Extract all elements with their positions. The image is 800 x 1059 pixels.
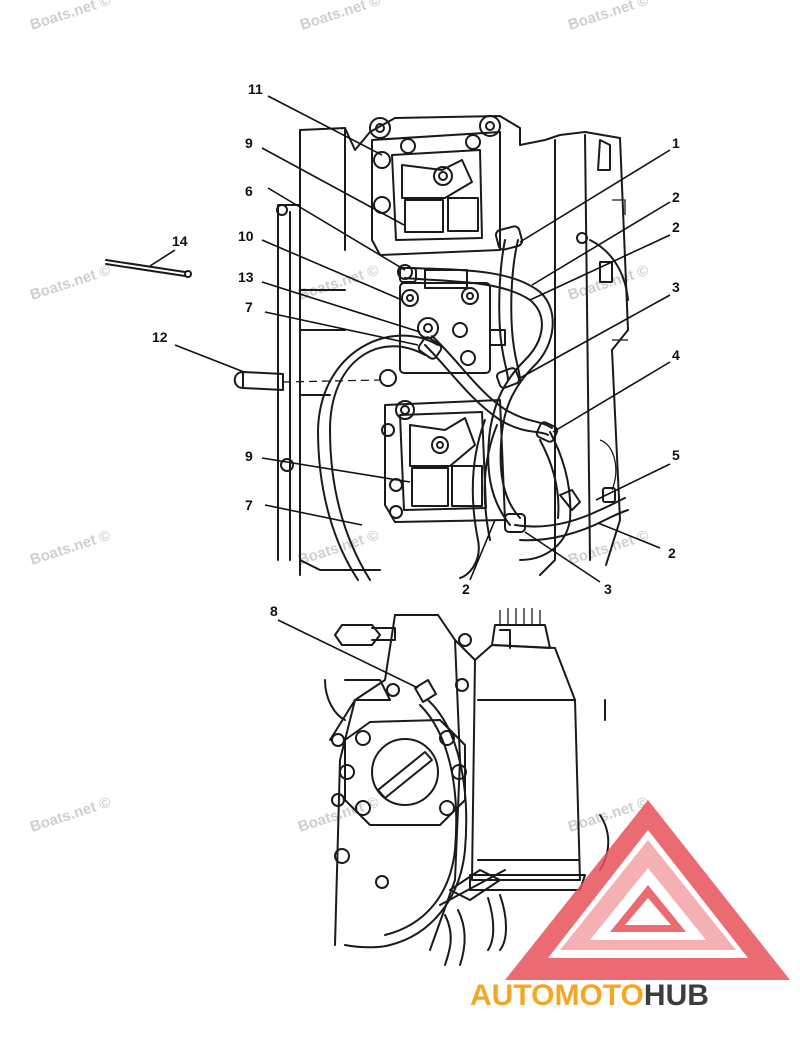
watermark: Boats.net ©	[298, 0, 383, 34]
watermark: Boats.net ©	[566, 0, 651, 34]
callout-labels: 1 2 2 3 4 5 2 3 2 6 7 7 8 9 9 10 11 12 1…	[152, 81, 680, 619]
callout-9: 9	[245, 448, 253, 464]
callout-14: 14	[172, 233, 188, 249]
automotohub-logo	[505, 800, 790, 980]
callout-4: 4	[672, 347, 680, 363]
callout-2: 2	[668, 545, 676, 561]
watermark: Boats.net ©	[28, 262, 113, 304]
watermark: Boats.net ©	[28, 527, 113, 569]
callout-9: 9	[245, 135, 253, 151]
callout-3: 3	[604, 581, 612, 597]
callout-5: 5	[672, 447, 680, 463]
upper-engine-drawing	[105, 115, 629, 581]
callout-3: 3	[672, 279, 680, 295]
watermark-layer: Boats.net © Boats.net © Boats.net © Boat…	[28, 0, 651, 836]
callout-13: 13	[238, 269, 254, 285]
callout-2: 2	[672, 219, 680, 235]
callout-10: 10	[238, 228, 254, 244]
callout-12: 12	[152, 329, 168, 345]
logo-brand-text: AUTOMOTOHUB	[470, 979, 709, 1012]
logo-brand-moto: MOTO	[554, 979, 643, 1012]
callout-2: 2	[462, 581, 470, 597]
callout-8: 8	[270, 603, 278, 619]
lower-engine-drawing	[324, 608, 610, 966]
logo-brand-auto: AUTO	[470, 979, 554, 1012]
callout-1: 1	[672, 135, 680, 151]
watermark: Boats.net ©	[28, 0, 113, 34]
logo-brand-hub: HUB	[644, 979, 709, 1012]
callout-7: 7	[245, 497, 253, 513]
callout-7: 7	[245, 299, 253, 315]
watermark: Boats.net ©	[28, 794, 113, 836]
callout-11: 11	[248, 81, 263, 97]
callout-6: 6	[245, 183, 253, 199]
callout-2: 2	[672, 189, 680, 205]
watermark: Boats.net ©	[566, 527, 651, 569]
leader-lines	[149, 95, 671, 689]
watermark: Boats.net ©	[296, 527, 381, 569]
